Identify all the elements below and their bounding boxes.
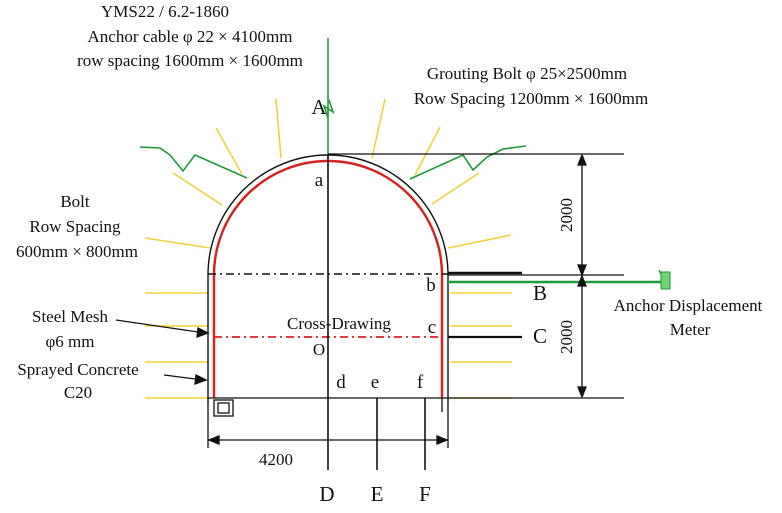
anchor-meter-label-2: Meter [670, 320, 711, 339]
bolt-line [275, 98, 282, 159]
bolt-spacing: 600mm × 800mm [16, 242, 138, 261]
steel-mesh-diameter: φ6 mm [45, 332, 94, 351]
grouting-bolt-spec: Grouting Bolt φ 25×2500mm [427, 64, 627, 83]
lower-height-value: 2000 [557, 320, 576, 354]
anchor-cable-left [139, 146, 248, 179]
dim-arrow [577, 153, 587, 166]
upper-height-value: 2000 [557, 198, 576, 232]
footing [207, 398, 449, 417]
width-dimension-value: 4200 [259, 450, 293, 469]
anchor-meter-device [660, 271, 671, 290]
bolt-title: Bolt [60, 192, 90, 211]
bolt-line [447, 234, 512, 249]
point-a-label: a [315, 170, 324, 191]
dim-arrow [207, 435, 220, 445]
leader-arrow [196, 327, 210, 338]
bottom-dimension [207, 412, 449, 448]
dim-arrow [577, 264, 587, 277]
point-E-label: E [371, 482, 384, 506]
dim-arrow [577, 386, 587, 399]
dim-arrow [577, 274, 587, 287]
anchor-cable-model: YMS22 / 6.2-1860 [101, 2, 229, 21]
bolt-line [431, 172, 480, 205]
origin-label: O [313, 340, 325, 359]
sprayed-concrete-label: Sprayed Concrete [17, 360, 138, 379]
point-C-label: C [533, 324, 547, 348]
anchor-cable-spec: Anchor cable φ 22 × 4100mm [88, 27, 293, 46]
point-F-label: F [419, 482, 431, 506]
bolt-line [414, 126, 441, 176]
leader-arrow [194, 374, 208, 385]
point-A-label: A [311, 95, 327, 119]
point-f-label: f [417, 372, 424, 393]
grouting-bolt-spacing: Row Spacing 1200mm × 1600mm [414, 89, 648, 108]
anchor-cables [139, 38, 527, 180]
steel-mesh-leader [115, 319, 206, 334]
cross-drawing-label: Cross-Drawing [287, 314, 391, 333]
point-d-label: d [336, 372, 346, 393]
dim-arrow [436, 435, 449, 445]
leaders [115, 319, 210, 385]
right-dimension [328, 153, 624, 399]
bolt-spacing-label: Row Spacing [29, 217, 121, 236]
point-B-label: B [533, 281, 547, 305]
point-D-label: D [319, 482, 334, 506]
steel-mesh-label: Steel Mesh [32, 307, 109, 326]
bolt-line [371, 98, 386, 159]
drain-box-inner [217, 402, 230, 414]
point-e-label: e [371, 372, 379, 393]
anchor-cable-mark [322, 99, 335, 119]
anchor-cable-right [409, 145, 527, 180]
anchor-meter-label: Anchor Displacement [614, 296, 763, 315]
bolt-line [172, 172, 223, 206]
anchor-cable-spacing: row spacing 1600mm × 1600mm [77, 51, 303, 70]
drain-box [213, 399, 234, 417]
point-c-label: c [428, 317, 436, 338]
sprayed-concrete-grade: C20 [64, 383, 92, 402]
anchor-meter-tick [658, 269, 662, 275]
bolt-line [144, 237, 211, 249]
bolt-line [215, 127, 243, 175]
point-b-label: b [426, 275, 436, 296]
bolt-lines [144, 98, 512, 399]
